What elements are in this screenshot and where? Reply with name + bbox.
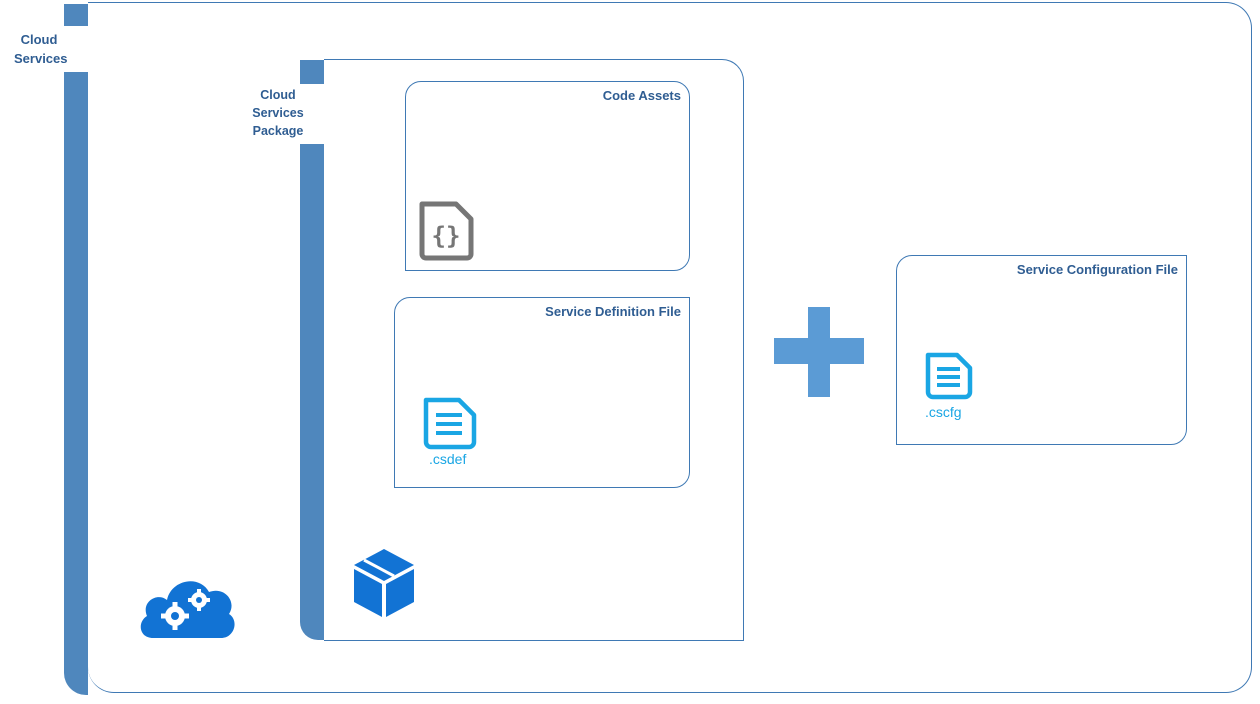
cloud-services-label-box: [14, 26, 88, 72]
service-configuration-box: Service Configuration File .cscfg: [896, 255, 1187, 445]
cscfg-extension: .cscfg: [925, 404, 962, 420]
cloud-services-label-line1: Cloud: [20, 32, 58, 47]
package-label-box: [246, 84, 324, 144]
package-label-line3: Package: [252, 124, 304, 138]
svg-text:{}: {}: [432, 222, 461, 250]
code-file-icon: {}: [419, 201, 474, 261]
package-label-line2: Services: [252, 106, 304, 120]
cloud-services-label-line2: Services: [14, 51, 68, 66]
cloud-services-label: Cloud Services: [14, 30, 68, 68]
service-definition-box: Service Definition File .csdef: [394, 297, 690, 488]
service-definition-title: Service Definition File: [545, 304, 681, 319]
package-label-line1: Cloud: [260, 88, 296, 102]
plus-icon: [774, 307, 864, 397]
csdef-extension: .csdef: [429, 451, 467, 467]
service-configuration-title: Service Configuration File: [1016, 262, 1178, 277]
code-assets-box: Code Assets {}: [405, 81, 690, 271]
cloud-services-frame-bar: [64, 4, 88, 695]
document-icon: [925, 352, 973, 400]
package-frame-bar: [300, 60, 324, 640]
code-assets-title: Code Assets: [602, 88, 681, 103]
package-box-icon: [354, 549, 414, 617]
package-label: Cloud Services Package: [246, 86, 310, 140]
cloud-gears-icon: [140, 581, 235, 638]
document-icon: [423, 397, 477, 450]
